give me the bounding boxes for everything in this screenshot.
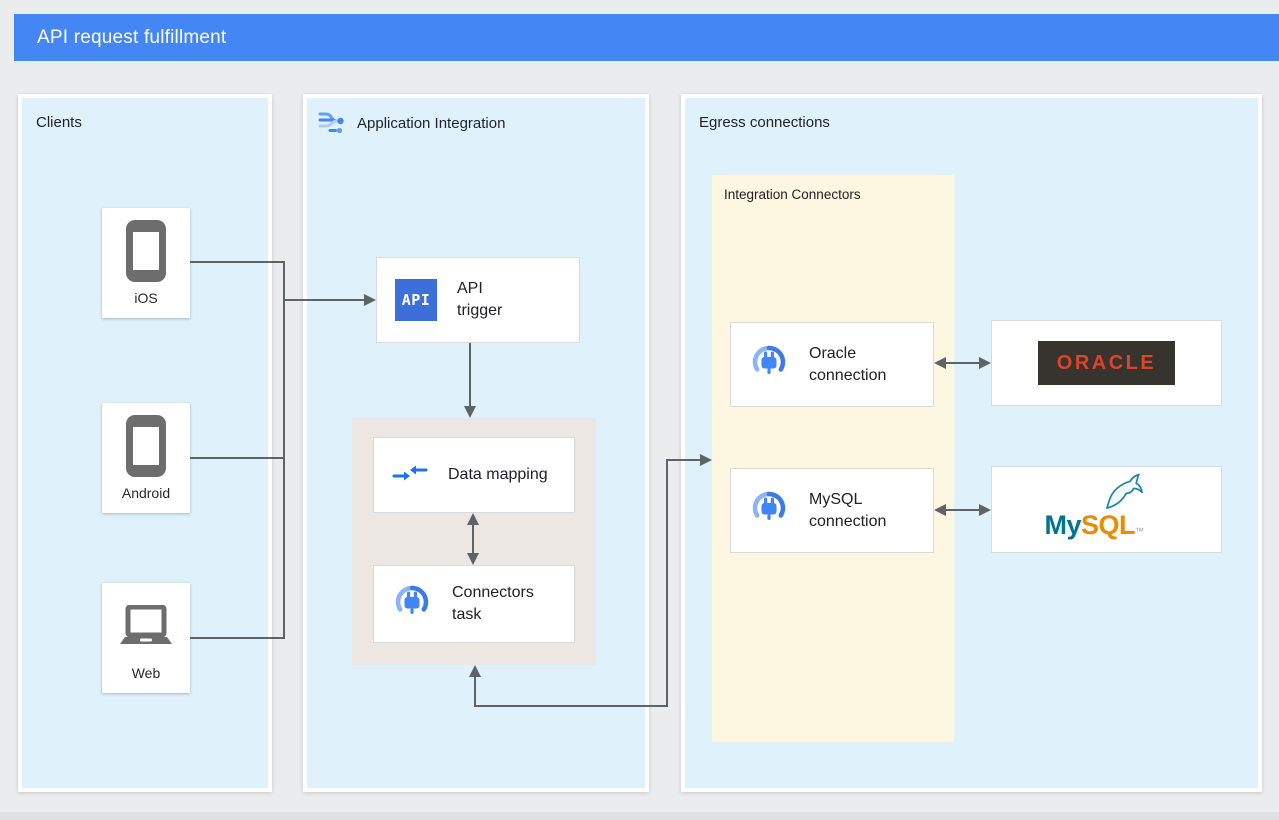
line-web-to-junction: [190, 637, 284, 639]
arrowhead-into-integration-connectors: [700, 454, 712, 466]
arrowhead-into-api-trigger: [364, 294, 376, 306]
line-clients-junction: [283, 261, 285, 639]
line-data-mapping-connectors-task: [472, 524, 474, 554]
diagram-title: API request fulfillment: [37, 26, 227, 48]
smartphone-icon: [123, 220, 169, 282]
api-trigger-node: API API trigger: [376, 257, 580, 343]
integration-tasks-container: Data mapping Connectors task: [352, 418, 596, 665]
diagram-title-bar: API request fulfillment: [14, 14, 1279, 61]
laptop-icon: [117, 597, 175, 655]
oracle-database-node: ORACLE: [991, 320, 1222, 406]
data-mapping-node: Data mapping: [373, 437, 575, 513]
arrowhead-into-connectors-task: [467, 553, 479, 565]
web-client-card: Web: [102, 583, 190, 693]
data-mapping-label: Data mapping: [448, 466, 548, 484]
data-mapping-icon: [392, 461, 428, 490]
arrowhead-into-tasks-container: [464, 406, 476, 418]
clients-panel-title: Clients: [36, 114, 82, 131]
line-oracle-connection-to-oracle: [945, 362, 980, 364]
connectors-plug-icon: [392, 582, 432, 627]
line-elbow-left-vertical: [474, 677, 476, 707]
arrowhead-into-oracle-connection: [934, 357, 946, 369]
line-mysql-connection-to-mysql: [945, 509, 980, 511]
line-junction-to-api-trigger: [284, 299, 364, 301]
application-integration-header: Application Integration: [317, 106, 505, 141]
arrowhead-into-oracle-db: [979, 357, 991, 369]
integration-connectors-title: Integration Connectors: [724, 187, 861, 202]
ios-client-card: iOS: [102, 208, 190, 318]
oracle-connection-label: Oracle connection: [809, 344, 887, 384]
connectors-task-label: Connectors task: [452, 584, 534, 623]
window-bottom-edge: [0, 812, 1279, 820]
smartphone-icon: [123, 415, 169, 477]
connectors-task-node: Connectors task: [373, 565, 575, 643]
application-integration-title: Application Integration: [357, 115, 506, 132]
application-integration-panel: Application Integration API API trigger …: [303, 94, 649, 792]
mysql-database-node: MySQL™: [991, 466, 1222, 553]
device-label: Web: [131, 665, 161, 681]
line-elbow-top: [666, 459, 702, 461]
api-trigger-label: API trigger: [457, 280, 503, 319]
integration-connectors-container: Integration Connectors Oracle connection: [712, 175, 954, 742]
mysql-connection-label: MySQL connection: [809, 490, 887, 530]
application-integration-icon: [317, 106, 347, 141]
android-client-card: Android: [102, 403, 190, 513]
mysql-dolphin-icon: [1105, 473, 1143, 509]
connectors-plug-icon: [749, 488, 789, 533]
arrowhead-into-mysql-connection: [934, 504, 946, 516]
oracle-connection-node: Oracle connection: [730, 322, 934, 407]
device-label: iOS: [134, 290, 158, 306]
arrowhead-into-tasks-container-bottom: [469, 665, 481, 677]
line-ios-to-junction: [190, 261, 284, 263]
arrowhead-into-mysql-db: [979, 504, 991, 516]
mysql-connection-node: MySQL connection: [730, 468, 934, 553]
line-elbow-bottom: [474, 705, 668, 707]
line-android-to-junction: [190, 457, 284, 459]
mysql-wordmark: MySQL™: [1044, 509, 1145, 540]
egress-panel-title: Egress connections: [699, 114, 830, 131]
connectors-plug-icon: [749, 342, 789, 387]
clients-panel: Clients iOS Android: [18, 94, 272, 792]
api-trigger-icon: API: [395, 279, 437, 321]
arrowhead-into-data-mapping: [467, 513, 479, 525]
line-api-trigger-to-tasks: [469, 343, 471, 407]
oracle-logo: ORACLE: [1038, 341, 1175, 385]
line-elbow-right-vertical: [666, 459, 668, 707]
mysql-logo: MySQL™: [1027, 473, 1187, 545]
egress-connections-panel: Egress connections Integration Connector…: [681, 94, 1262, 792]
device-label: Android: [121, 485, 171, 501]
